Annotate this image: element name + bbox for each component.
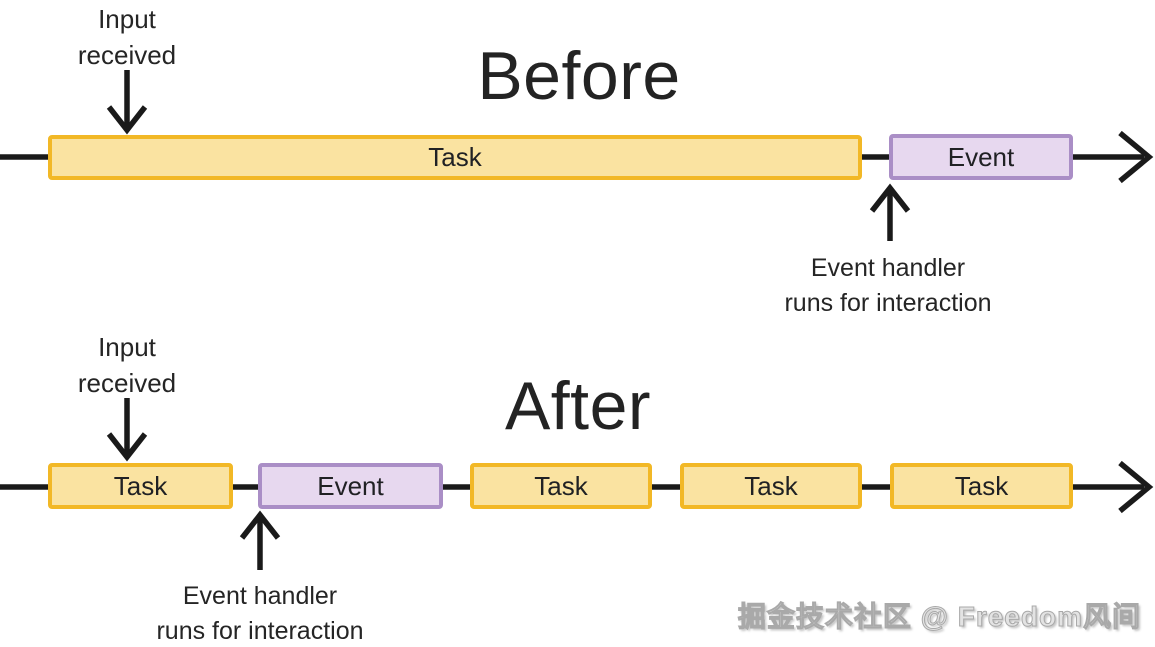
- after-task-bar-4: Task: [890, 463, 1073, 509]
- after-task-label-4: Task: [954, 470, 1009, 501]
- after-handler-label: Event handler runs for interaction: [156, 582, 364, 645]
- after-task-label-2: Task: [534, 470, 588, 501]
- after-title: After: [504, 368, 652, 444]
- after-task-label-3: Task: [744, 470, 798, 501]
- after-event-bar: Event: [258, 463, 443, 509]
- before-handler-arrow: [869, 183, 911, 241]
- before-event-label: Event: [947, 141, 1015, 172]
- after-task-bar-2: Task: [470, 463, 652, 509]
- after-task-label-1: Task: [113, 470, 168, 501]
- after-input-label: Input received: [77, 332, 177, 398]
- before-event-bar: Event: [889, 134, 1073, 180]
- before-task-bar: Task: [48, 135, 862, 180]
- after-input-arrow: [106, 398, 148, 462]
- before-input-label: Input received: [77, 4, 177, 70]
- after-task-bar-3: Task: [680, 463, 862, 509]
- after-task-bar-1: Task: [48, 463, 233, 509]
- after-event-label: Event: [317, 470, 384, 501]
- watermark-text: 掘金技术社区 @ Freedom风间: [737, 601, 1141, 633]
- after-handler-arrow: [239, 510, 281, 570]
- before-handler-label: Event handler runs for interaction: [784, 254, 992, 317]
- before-task-label: Task: [428, 142, 482, 172]
- before-title: Before: [477, 38, 681, 114]
- before-input-arrow: [106, 70, 148, 135]
